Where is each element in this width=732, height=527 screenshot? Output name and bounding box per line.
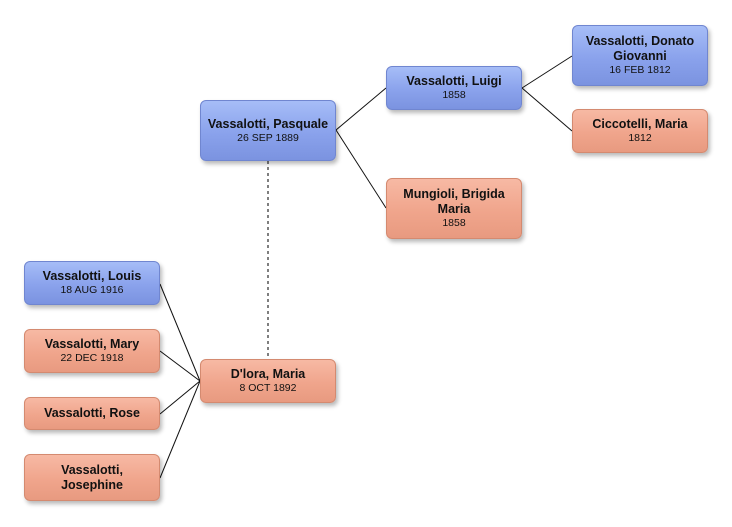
person-node-mungioli[interactable]: Mungioli, Brigida Maria 1858 [386,178,522,239]
person-birth-date: 18 AUG 1916 [60,284,124,296]
person-birth-date: 8 OCT 1892 [239,382,297,394]
person-name: Ciccotelli, Maria [592,117,688,131]
connector-luigi-donato [521,55,573,89]
person-node-rose[interactable]: Vassalotti, Rose [24,397,160,430]
person-birth-date: 1812 [628,132,652,144]
person-name: Vassalotti, Donato Giovanni [585,34,695,63]
person-name: Vassalotti, Josephine [61,462,123,492]
person-birth-date: 26 SEP 1889 [237,131,299,144]
person-node-donato[interactable]: Vassalotti, Donato Giovanni 16 FEB 1812 [572,25,708,86]
person-name: Vassalotti, Rose [44,406,140,420]
connector-pasquale-mungioli [335,129,387,209]
connector-luigi-ciccotelli [521,87,573,132]
person-name: Vassalotti, Mary [44,337,140,351]
connector-dlora-louis [159,283,201,382]
person-birth-date: 22 DEC 1918 [60,352,124,364]
connector-dlora-mary [159,350,201,382]
person-node-josephine[interactable]: Vassalotti, Josephine [24,454,160,501]
person-name: Vassalotti, Luigi [406,74,502,88]
person-name: Vassalotti, Pasquale [207,116,329,131]
person-name: Vassalotti, Louis [42,269,142,283]
person-birth-date: 16 FEB 1812 [609,64,671,76]
person-node-luigi[interactable]: Vassalotti, Luigi 1858 [386,66,522,110]
connector-dlora-rose [159,380,201,415]
person-birth-date: 1858 [442,89,466,101]
person-name: D'lora, Maria [230,367,306,381]
person-node-mary[interactable]: Vassalotti, Mary 22 DEC 1918 [24,329,160,373]
connector-pasquale-luigi [335,87,387,131]
person-name: Mungioli, Brigida Maria [403,187,505,216]
person-node-pasquale[interactable]: Vassalotti, Pasquale 26 SEP 1889 [200,100,336,161]
person-node-ciccotelli[interactable]: Ciccotelli, Maria 1812 [572,109,708,153]
connector-dlora-josephine [159,380,201,479]
person-node-dlora[interactable]: D'lora, Maria 8 OCT 1892 [200,359,336,403]
person-node-louis[interactable]: Vassalotti, Louis 18 AUG 1916 [24,261,160,305]
person-birth-date: 1858 [442,217,466,229]
